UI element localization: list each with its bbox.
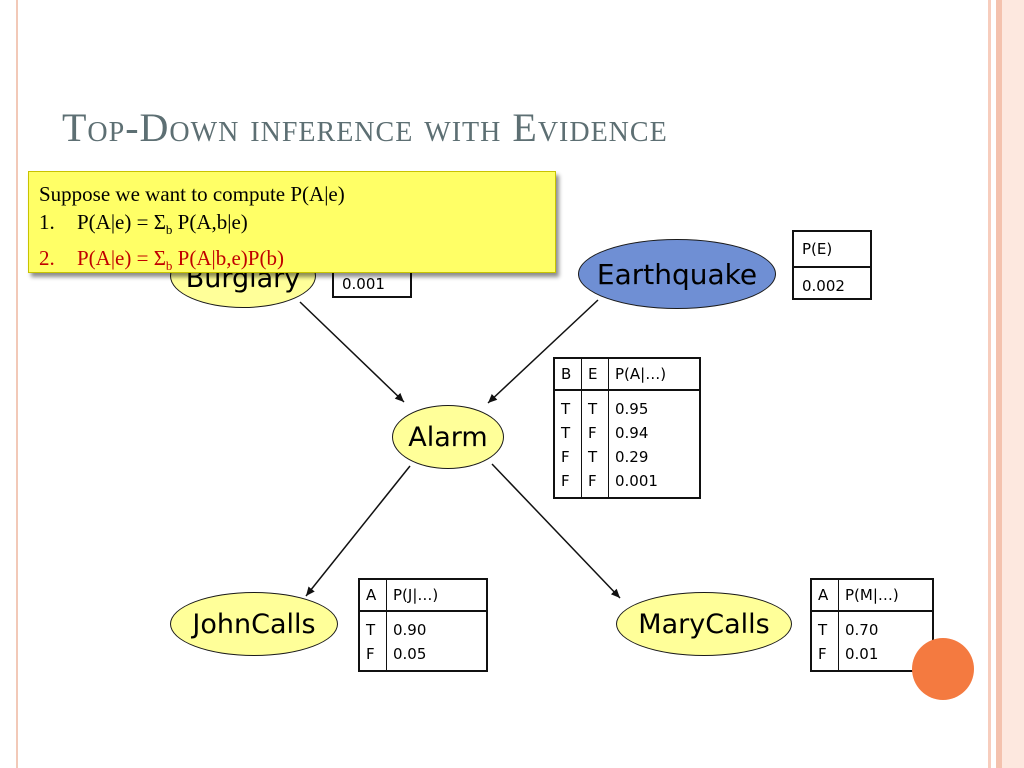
cpt-alarm-header-p: P(A|…): [608, 359, 672, 389]
edge-alarm-johncalls: [305, 465, 411, 597]
cpt-marycalls-col-a: T F: [812, 612, 838, 670]
node-alarm-label: Alarm: [408, 421, 488, 453]
node-earthquake[interactable]: Earthquake: [578, 239, 776, 309]
cpt-alarm-col-e: T F T F: [581, 391, 608, 497]
cell: F: [818, 645, 827, 663]
cell: 0.70: [845, 621, 879, 639]
cpt-alarm-header-row: B E P(A|…): [555, 359, 699, 391]
edge-earthquake-alarm: [487, 299, 599, 404]
cpt-marycalls-col-p: 0.70 0.01: [838, 612, 884, 670]
cell: 0.29: [615, 448, 649, 466]
slide-border-right: [982, 0, 1024, 768]
callout-item-1-number: 1.: [39, 210, 55, 234]
slide-border-left: [16, 0, 18, 768]
cell: F: [588, 472, 597, 490]
node-johncalls[interactable]: JohnCalls: [170, 592, 338, 656]
cpt-alarm-col-b: T T F F: [555, 391, 581, 497]
cpt-alarm-header-e: E: [581, 359, 608, 389]
cell: 0.94: [615, 424, 649, 442]
cell: 0.95: [615, 400, 649, 418]
callout-item-2-sub: b: [165, 258, 173, 274]
cpt-earthquake: P(E) 0.002: [792, 230, 872, 300]
cpt-marycalls-header-a: A: [818, 586, 829, 604]
cpt-johncalls-body: T F 0.90 0.05: [360, 612, 486, 670]
cell: T: [561, 424, 571, 442]
cell: T: [561, 400, 571, 418]
node-earthquake-label: Earthquake: [596, 257, 758, 291]
edge-alarm-marycalls: [491, 463, 621, 599]
callout-item-1-post: P(A,b|e): [172, 210, 248, 234]
slide-title: Top-Down inference with Evidence: [62, 105, 668, 150]
cpt-burglary-value: 0.001: [342, 275, 385, 293]
cell: T: [366, 621, 376, 639]
query-callout: Suppose we want to compute P(A|e) 1. P(A|…: [28, 171, 556, 273]
cpt-alarm-col-p: 0.95 0.94 0.29 0.001: [608, 391, 664, 497]
cell: F: [561, 472, 570, 490]
cpt-johncalls-col-p: 0.90 0.05: [386, 612, 432, 670]
edge-burglary-alarm: [299, 301, 405, 403]
cpt-johncalls-header-p: P(J|…): [386, 580, 444, 610]
callout-intro: Suppose we want to compute P(A|e): [39, 182, 345, 206]
cpt-johncalls-header-a: A: [366, 586, 377, 604]
callout-item-2: 2. P(A|e) = Σb P(A|b,e)P(b): [39, 244, 545, 280]
cpt-marycalls-header-p: P(M|…): [838, 580, 905, 610]
cell: T: [818, 621, 828, 639]
cell: 0.90: [393, 621, 427, 639]
cpt-johncalls-header-row: A P(J|…): [360, 580, 486, 612]
cell: 0.001: [615, 472, 658, 490]
cpt-johncalls: A P(J|…) T F 0.90 0.05: [358, 578, 488, 672]
cell: T: [588, 448, 598, 466]
node-marycalls-label: MaryCalls: [638, 608, 770, 640]
cell: 0.01: [845, 645, 879, 663]
cpt-alarm-header-b: B: [561, 365, 572, 383]
cell: F: [588, 424, 597, 442]
cpt-johncalls-col-a: T F: [360, 612, 386, 670]
cpt-marycalls-header-row: A P(M|…): [812, 580, 932, 612]
node-marycalls[interactable]: MaryCalls: [616, 592, 792, 656]
cpt-marycalls-body: T F 0.70 0.01: [812, 612, 932, 670]
cell: 0.05: [393, 645, 427, 663]
callout-item-1-pre: P(A|e) = Σ: [77, 210, 166, 234]
cpt-earthquake-header: P(E): [794, 232, 870, 268]
node-alarm[interactable]: Alarm: [392, 405, 504, 469]
cell: T: [588, 400, 598, 418]
cpt-earthquake-value: 0.002: [802, 277, 845, 295]
cell: F: [366, 645, 375, 663]
node-johncalls-label: JohnCalls: [192, 608, 316, 640]
decorative-orange-circle: [912, 638, 974, 700]
callout-item-2-number: 2.: [39, 246, 55, 271]
cell: F: [561, 448, 570, 466]
cpt-alarm-body: T T F F T F T F 0.95 0.94 0.29 0.001: [555, 391, 699, 497]
callout-item-2-pre: P(A|e) = Σ: [77, 246, 166, 271]
callout-item-2-post: P(A|b,e)P(b): [172, 246, 284, 271]
callout-item-1-sub: b: [165, 222, 173, 238]
cpt-alarm: B E P(A|…) T T F F T F T F 0.95 0.94 0.2…: [553, 357, 701, 499]
callout-item-1: 1. P(A|e) = Σb P(A,b|e): [39, 208, 545, 244]
